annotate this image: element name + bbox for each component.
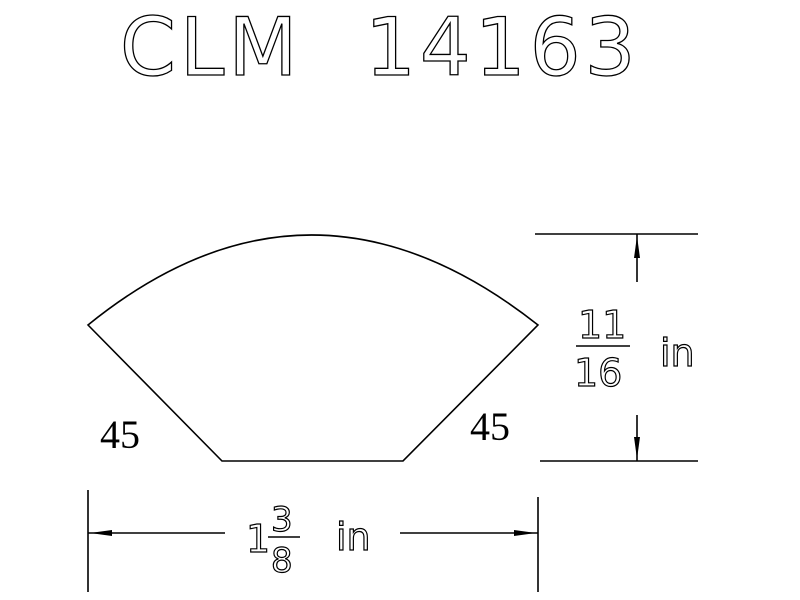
width-numerator: 3: [271, 500, 293, 540]
height-dimension: 11 16 in: [535, 233, 698, 462]
molding-profile: [86, 234, 540, 462]
arrow-left-icon: [90, 530, 112, 536]
angle-right: 45: [470, 404, 510, 449]
height-unit: in: [660, 331, 695, 375]
arrow-right-icon: [514, 530, 536, 536]
height-denominator: 16: [574, 351, 622, 395]
arrow-down-icon: [634, 437, 640, 459]
width-unit: in: [336, 515, 371, 559]
angle-left: 45: [100, 412, 140, 457]
title-number: 14163: [365, 1, 640, 94]
height-numerator: 11: [578, 303, 626, 347]
arrow-up-icon: [634, 236, 640, 258]
width-dimension: 1 3 8 in: [87, 490, 539, 592]
width-whole: 1: [246, 517, 270, 561]
width-denominator: 8: [271, 541, 293, 581]
title-series: CLM: [120, 1, 301, 94]
